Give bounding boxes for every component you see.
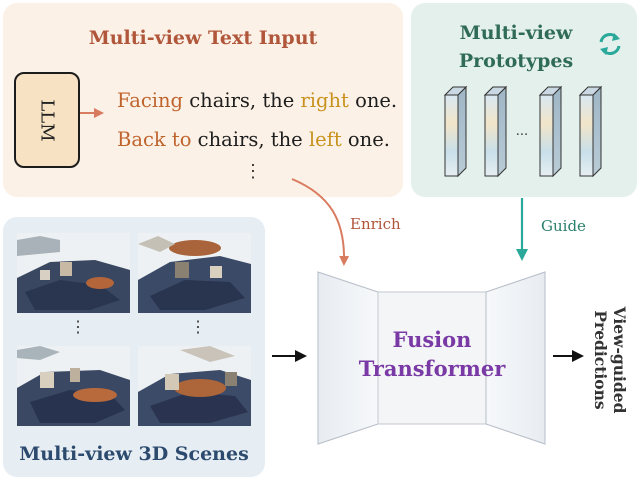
text-continuation-dots: ⋮ xyxy=(244,161,262,182)
refresh-cycle-icon xyxy=(599,33,621,55)
sentence-2-middle: chairs, the xyxy=(191,128,309,151)
fusion-label-line-2: Transformer xyxy=(358,356,506,381)
guide-label: Guide xyxy=(541,217,586,235)
sentence-1-middle: chairs, the xyxy=(183,89,301,112)
sentence-2-direction-word: left xyxy=(308,128,342,151)
text-sentence-2: Back to chairs, the left one. xyxy=(117,128,390,151)
prototype-ellipsis: ... xyxy=(516,124,528,139)
scene-continuation-dots-left: ⋮ xyxy=(70,317,86,336)
scene-image-1 xyxy=(17,233,130,313)
scene-continuation-dots-right: ⋮ xyxy=(190,317,206,336)
text-input-title: Multi-view Text Input xyxy=(88,27,318,49)
text-sentence-1: Facing chairs, the right one. xyxy=(117,89,397,112)
scene-image-3 xyxy=(17,346,130,426)
prototype-bar-2 xyxy=(483,85,508,178)
sentence-1-direction-word: right xyxy=(300,89,349,112)
prototypes-title-line-1: Multi-view xyxy=(459,22,573,44)
sentence-2-end: one. xyxy=(341,128,390,151)
sentence-1-view-word: Facing xyxy=(117,89,184,112)
sentence-1-end: one. xyxy=(348,89,398,112)
predictions-label-line-1: View-guided xyxy=(610,306,629,414)
scene-image-4 xyxy=(138,346,251,426)
prototype-bar-4 xyxy=(578,85,603,178)
predictions-label: View-guided Predictions xyxy=(585,305,635,415)
scenes-title: Multi-view 3D Scenes xyxy=(19,443,249,465)
llm-box: LLM xyxy=(14,72,80,168)
fusion-transformer-label: Fusion Transformer xyxy=(359,325,506,383)
scene-image-2 xyxy=(138,233,251,313)
text-input-panel: Multi-view Text Input LLM Facing chairs,… xyxy=(3,3,403,197)
prototypes-title: Multi-view Prototypes xyxy=(441,19,591,75)
enrich-label: Enrich xyxy=(350,215,401,233)
prototype-bar-3 xyxy=(538,85,563,178)
prototypes-title-line-2: Prototypes xyxy=(458,50,574,72)
sentence-2-view-word: Back to xyxy=(117,128,192,151)
predictions-label-line-2: Predictions xyxy=(591,310,610,410)
enrich-arrow xyxy=(291,178,350,266)
fusion-transformer-block xyxy=(317,271,546,445)
fusion-label-line-1: Fusion xyxy=(392,327,472,352)
